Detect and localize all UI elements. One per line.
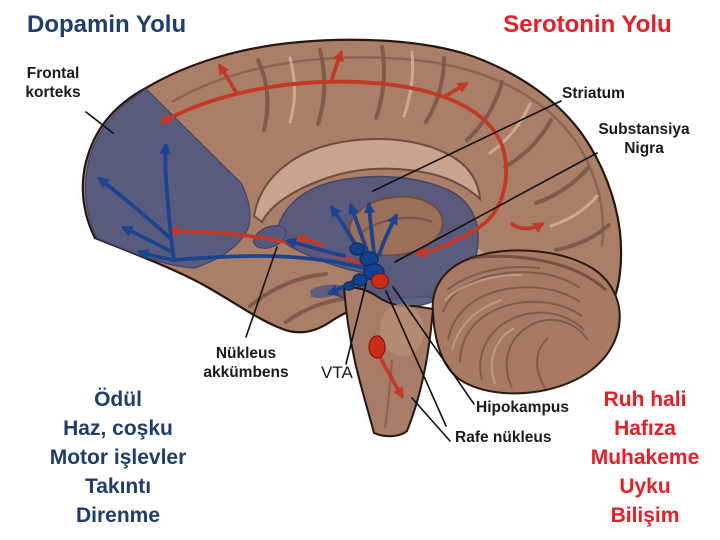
serotonin-pathways — [158, 49, 545, 399]
dopamine-pathway-title: Dopamin Yolu — [27, 11, 187, 38]
nucleus-accumbens-label: Nükleus akkümbens — [203, 345, 289, 382]
serotonin-effect-item: Uyku — [619, 475, 671, 498]
frontal-cortex-label: Frontal korteks — [25, 65, 81, 102]
cerebellar-folia — [442, 265, 589, 389]
nucleus-accumbens-region — [253, 225, 287, 249]
serotonin-effect-item: Bilişim — [610, 504, 680, 527]
gyri-highlights — [288, 50, 599, 228]
serotonin-effect-item: Muhakeme — [590, 446, 700, 469]
dopamine-effect-item: Direnme — [75, 504, 161, 527]
raphe-nuclei — [368, 272, 390, 359]
serotonin-pathway-title: Serotonin Yolu — [503, 11, 672, 38]
vta-node-cluster — [343, 242, 385, 291]
brainstem — [342, 286, 435, 438]
raphe-leader-2 — [411, 397, 451, 442]
serotonin-effect-item: Ruh hali — [603, 388, 687, 411]
substantia-nigra-leader — [394, 152, 598, 263]
cerebellum — [431, 249, 621, 395]
raphe-nucleus-label: Rafe nükleus — [455, 429, 552, 446]
serotonin-effects-list: Ruh hali Hafıza Muhakeme Uyku Bilişim — [545, 385, 720, 530]
serotonin-effect-item: Hafıza — [614, 417, 676, 440]
vta-label: VTA — [321, 363, 353, 382]
dopamine-effects-list: Ödül Haz, coşku Motor işlevler Takıntı D… — [20, 385, 216, 530]
hippocampus-leader — [392, 286, 475, 405]
dopamine-effect-item: Ödül — [94, 388, 142, 411]
striatum-label: Striatum — [562, 85, 625, 102]
dopamine-effect-item: Takıntı — [84, 475, 152, 498]
frontal-cortex-leader — [85, 111, 114, 134]
vta-leader — [345, 283, 367, 365]
corpus-callosum — [252, 138, 482, 224]
nucleus-accumbens-leader — [245, 246, 278, 338]
dopamine-effect-item: Haz, coşku — [63, 417, 173, 440]
folia-highlights — [444, 274, 523, 385]
substantia-nigra-label: Substansiya Nigra — [598, 121, 690, 158]
dopamine-effect-item: Motor işlevler — [49, 446, 187, 469]
striatum-leader — [372, 100, 562, 192]
raphe-leader-1 — [385, 290, 447, 427]
leader-lines — [85, 100, 598, 442]
hippocampus-label: Hipokampus — [476, 399, 570, 416]
